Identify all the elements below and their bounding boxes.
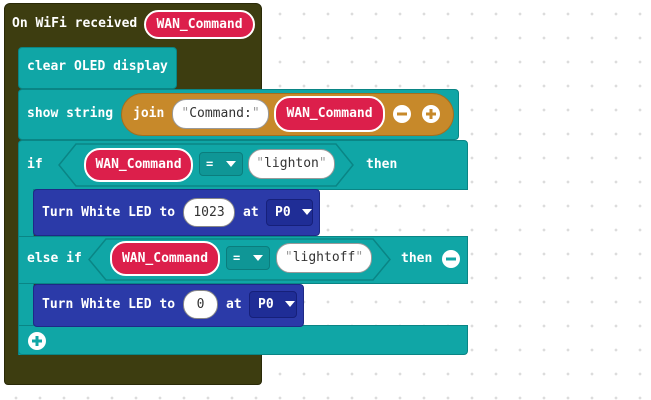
quote-close: " xyxy=(251,106,260,121)
cond1-value: lighton xyxy=(264,156,319,171)
caret-down-icon xyxy=(253,255,264,261)
led-value-input-2[interactable]: 0 xyxy=(183,290,218,319)
pin-dropdown-1[interactable]: P0 xyxy=(266,199,313,226)
pin-value-2: P0 xyxy=(258,297,274,312)
quote-close: " xyxy=(355,250,364,265)
cond1-var-wan-command[interactable]: WAN_Command xyxy=(84,148,193,182)
at-label-2: at xyxy=(226,297,242,312)
then-label-1: then xyxy=(366,157,398,172)
quote-open: " xyxy=(284,250,293,265)
quote-close: " xyxy=(318,156,327,171)
minus-circle-icon[interactable] xyxy=(441,249,461,269)
cond2-value: lightoff xyxy=(292,250,356,265)
show-string-label: show string xyxy=(27,106,114,121)
cond2-operator-dropdown[interactable]: = xyxy=(226,246,270,270)
cond1-operator-value: = xyxy=(206,157,214,171)
join-label: join xyxy=(133,106,165,121)
join-text-value: Command: xyxy=(189,106,252,121)
turn-led-label-2: Turn White LED to xyxy=(42,297,176,312)
pin-dropdown-2[interactable]: P0 xyxy=(249,291,297,318)
caret-down-icon xyxy=(285,301,296,307)
minus-circle-icon[interactable] xyxy=(392,104,412,124)
turn-led-label-1: Turn White LED to xyxy=(42,205,176,220)
join-var-wan-command[interactable]: WAN_Command xyxy=(274,96,385,132)
cond2-value-input[interactable]: "lightoff" xyxy=(276,243,372,273)
cond2-operator-value: = xyxy=(233,251,241,265)
caret-down-icon xyxy=(226,161,237,167)
clear-oled-label: clear OLED display xyxy=(27,59,168,74)
join-text-input[interactable]: "Command:" xyxy=(172,99,269,129)
cond1-value-input[interactable]: "lighton" xyxy=(248,149,335,179)
plus-circle-icon[interactable] xyxy=(421,104,441,124)
cond1-operator-dropdown[interactable]: = xyxy=(199,152,243,176)
if-block-footer[interactable] xyxy=(18,325,468,355)
caret-down-icon xyxy=(302,209,313,215)
else-if-label: else if xyxy=(27,251,82,266)
quote-open: " xyxy=(256,156,265,171)
cond2-var-wan-command[interactable]: WAN_Command xyxy=(110,241,220,276)
event-param-wan-command[interactable]: WAN_Command xyxy=(144,10,255,39)
clear-oled-block[interactable] xyxy=(18,47,177,89)
quote-open: " xyxy=(181,106,190,121)
at-label-1: at xyxy=(243,205,259,220)
then-label-2: then xyxy=(401,251,433,266)
led-value-input-1[interactable]: 1023 xyxy=(183,198,235,227)
if-label: if xyxy=(27,157,43,172)
plus-circle-icon[interactable] xyxy=(27,331,47,351)
pin-value-1: P0 xyxy=(275,205,291,220)
on-wifi-received-label: On WiFi received xyxy=(12,16,138,31)
